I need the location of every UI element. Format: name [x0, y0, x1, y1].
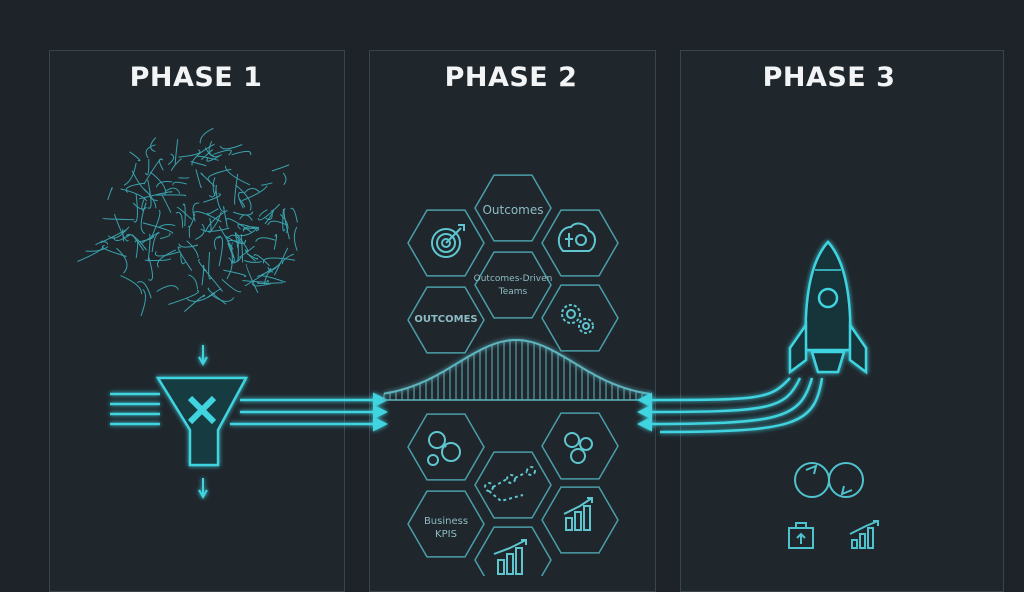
hex-labels: Outcomes Outcomes-Driven Teams OUTCOMES … — [414, 203, 552, 540]
phase-1-panel — [49, 50, 345, 592]
diagram-stage: PHASE 1 PHASE 2 PHASE 3 — [49, 50, 1004, 592]
phase-1-title: PHASE 1 — [129, 62, 263, 93]
hexagon-cell — [407, 286, 485, 354]
hexagon-grid — [407, 174, 619, 576]
hexagon-cell — [407, 209, 485, 277]
teams-label: Teams — [498, 287, 528, 297]
phase-1-flow-lines — [110, 392, 388, 432]
hexagon-cell — [541, 209, 619, 277]
bell-curve-chart — [382, 339, 651, 401]
hexagon-cell — [541, 412, 619, 480]
bar-chart-up-icon — [563, 497, 593, 531]
outcomes-driven-label: Outcomes-Driven — [474, 274, 553, 284]
briefcase-icon — [788, 522, 814, 549]
hexagon-cell — [541, 486, 619, 554]
hexagon-cell — [541, 284, 619, 352]
network-nodes-icon — [427, 431, 461, 466]
brain-gear-icon — [557, 222, 596, 252]
dashed-path-icon — [484, 466, 536, 503]
phase-3-title: PHASE 3 — [762, 62, 896, 93]
business-label: Business — [424, 516, 468, 527]
hexagon-cell — [474, 251, 552, 319]
kpis-label: KPIS — [435, 529, 457, 540]
funnel-icon — [155, 345, 249, 500]
hexagon-cell — [474, 526, 552, 576]
growth-chart-icon — [849, 520, 879, 549]
bar-chart-growth-icon — [493, 539, 527, 575]
blurred-outcomes-label: OUTCOMES — [414, 314, 477, 325]
hexagon-cell — [474, 451, 552, 519]
target-icon — [431, 224, 465, 258]
phase-2-title: PHASE 2 — [444, 62, 578, 93]
bubble-cluster-icon — [564, 432, 593, 464]
diagram-graphics: Outcomes Outcomes-Driven Teams OUTCOMES … — [77, 127, 879, 576]
hexagon-cell — [407, 490, 485, 558]
chaos-tangle-icon — [77, 127, 298, 317]
phase-3-flow-lines — [637, 377, 824, 434]
gears-icon — [561, 304, 594, 334]
hexagon-cell — [407, 413, 485, 481]
outcomes-label: Outcomes — [482, 203, 543, 217]
rocket-icon — [788, 240, 868, 375]
cycle-icon — [794, 462, 864, 498]
hexagon-cell — [474, 174, 552, 242]
